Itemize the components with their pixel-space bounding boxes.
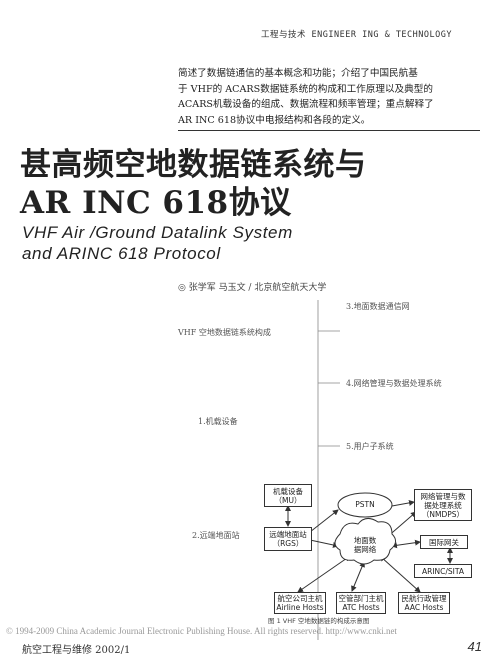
title-chinese: 甚高频空地数据链系统与 AR INC 618协议	[20, 146, 490, 222]
airborne-mu-box: 机载设备 （MU）	[264, 484, 312, 507]
pstn-label: PSTN	[355, 500, 375, 509]
abstract-line: 于 VHF的 ACARS数据链系统的构成和工作原理以及典型的	[178, 83, 433, 95]
abstract-line: ACARS机载设备的组成、数据流程和频率管理；重点解释了	[178, 99, 434, 111]
gateway-box: 国际网关	[420, 535, 468, 549]
outline-item-5: 5.用户子系统	[346, 442, 394, 451]
title-en-line1: VHF Air /Ground Datalink System	[22, 223, 293, 242]
outline-item-4: 4.网络管理与数据处理系统	[346, 379, 442, 388]
title-en-line2: and ARINC 618 Protocol	[22, 244, 221, 263]
title-cn-line2: AR INC 618协议	[20, 185, 292, 221]
running-header: 工程与技术 ENGINEER ING & TECHNOLOGY	[260, 30, 452, 40]
journal-issue: 航空工程与维修 2002/1	[22, 645, 131, 656]
abstract-bottom-rule	[178, 130, 480, 131]
abstract-line: 简述了数据链通信的基本概念和功能；介绍了中国民航基	[178, 68, 418, 79]
rgs-box: 远端地面站 （RGS）	[264, 527, 312, 551]
page-number: 41	[467, 639, 482, 654]
authors: ◎ 张学军 马玉文 / 北京航空航天大学	[178, 283, 327, 293]
abstract: 简述了数据链通信的基本概念和功能；介绍了中国民航基 于 VHF的 ACARS数据…	[178, 66, 478, 128]
outline-item-2: 2.远端地面站	[192, 531, 240, 540]
copyright-notice: © 1994-2009 China Academic Journal Elect…	[6, 626, 397, 636]
title-english: VHF Air /Ground Datalink System and ARIN…	[22, 222, 492, 264]
outline-item-1: 1.机载设备	[198, 417, 238, 426]
arinc-sita-box: ARINC/SITA	[414, 564, 472, 578]
atc-hosts-box: 空管部门主机 ATC Hosts	[336, 592, 386, 614]
title-cn-line1: 甚高频空地数据链系统与	[20, 147, 367, 183]
aac-hosts-box: 民航行政管理 AAC Hosts	[398, 592, 450, 614]
ground-data-network-label: 地面数 据网络	[353, 536, 377, 554]
figure-caption: 图 1 VHF 空地数据链的构成示意图	[268, 617, 370, 625]
outline-item-3: 3.地面数据通信网	[346, 302, 410, 311]
nmdps-box: 网络管理与数 据处理系统 （NMDPS）	[414, 489, 472, 521]
airline-hosts-box: 航空公司主机 Airline Hosts	[274, 592, 326, 614]
abstract-line: AR INC 618协议中电报结构和各段的定义。	[178, 114, 371, 126]
outline-root: VHF 空地数据链系统构成	[178, 328, 271, 337]
